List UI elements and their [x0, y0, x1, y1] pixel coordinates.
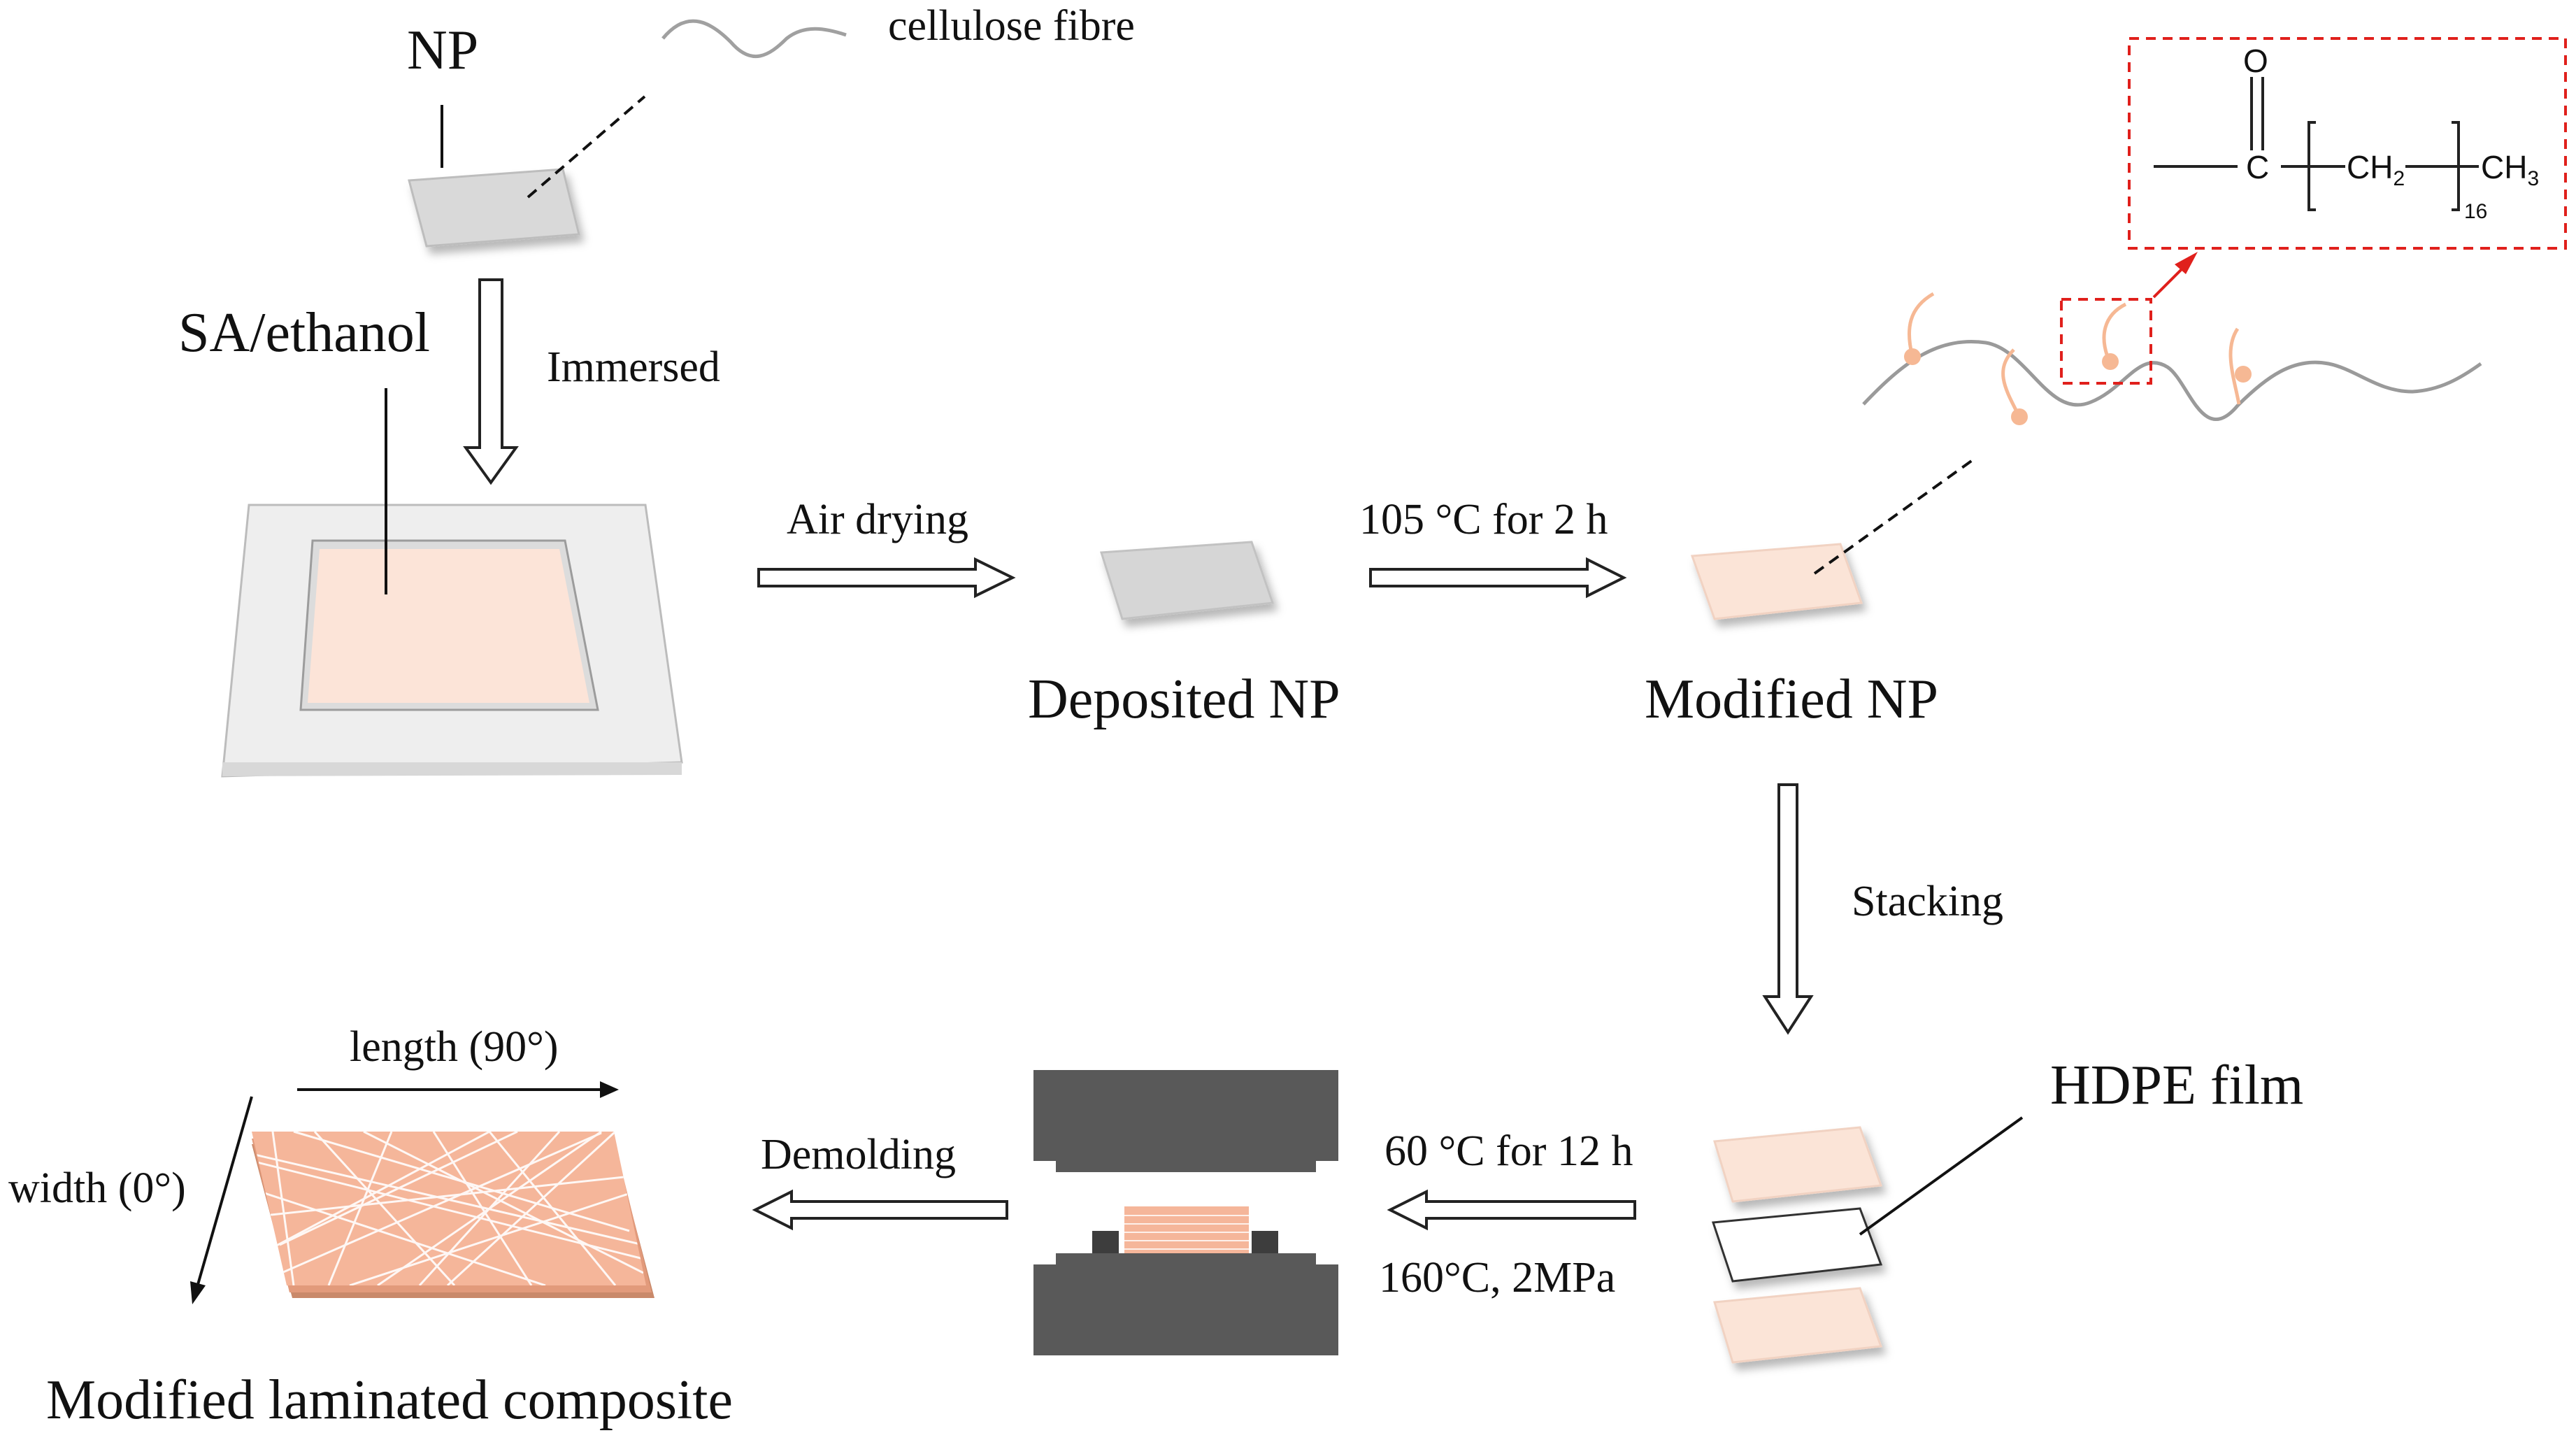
np-label: NP [407, 20, 479, 81]
cellulose-fibre-label: cellulose fibre [888, 2, 1135, 50]
length-label: length (90°) [350, 1023, 559, 1071]
cellulose-fibre-icon [661, 19, 847, 58]
stacked-sheets [1711, 1116, 2024, 1364]
np-sheet [408, 95, 646, 248]
hot-press-arrow [1387, 1189, 1636, 1231]
graft-highlight-box [2060, 252, 2198, 385]
chem-ch3-text: CH [2481, 149, 2528, 185]
stacking-arrow [1762, 783, 1814, 1035]
hot-press-mold [1033, 1070, 1338, 1355]
stacking-label: Stacking [1852, 878, 2003, 925]
heating-arrow [1369, 557, 1627, 599]
demolding-arrow [752, 1189, 1008, 1231]
immersed-arrow [463, 278, 519, 485]
chem-oxygen: O [2243, 43, 2268, 79]
immersion-tray [221, 388, 683, 778]
chem-ch2-text: CH [2347, 149, 2393, 185]
press-conditions-label: 160°C, 2MPa [1379, 1254, 1616, 1302]
demolding-label: Demolding [761, 1131, 956, 1178]
laminated-composite [252, 1132, 654, 1298]
chem-ch2-sub: 2 [2393, 167, 2405, 191]
hdpe-film-label: HDPE film [2050, 1055, 2304, 1116]
chem-carbon: C [2246, 149, 2270, 185]
pre-heat-label: 60 °C for 12 h [1384, 1127, 1633, 1175]
deposited-np-sheet [1099, 541, 1275, 620]
stearic-acid-structure [2128, 37, 2567, 250]
width-direction-arrow [190, 1096, 253, 1304]
deposited-np-label: Deposited NP [1028, 669, 1340, 730]
air-drying-label: Air drying [787, 496, 969, 543]
length-direction-arrow [297, 1081, 619, 1098]
chem-ch3-sub: 3 [2527, 167, 2540, 191]
chem-ch2: CH2 [2347, 151, 2405, 190]
grafted-fibre-icon [1862, 292, 2482, 425]
composite-label: Modified laminated composite [46, 1369, 733, 1431]
modified-np-label: Modified NP [1645, 669, 1938, 730]
chem-ch3: CH3 [2481, 151, 2539, 190]
sa-ethanol-label: SA/ethanol [178, 302, 430, 364]
width-label: width (0°) [8, 1164, 186, 1212]
air-drying-arrow [757, 557, 1016, 599]
modified-np-sheet [1690, 457, 1977, 620]
immersed-label: Immersed [547, 343, 720, 391]
heating-label: 105 °C for 2 h [1359, 496, 1608, 543]
chem-repeat-count: 16 [2464, 200, 2488, 223]
